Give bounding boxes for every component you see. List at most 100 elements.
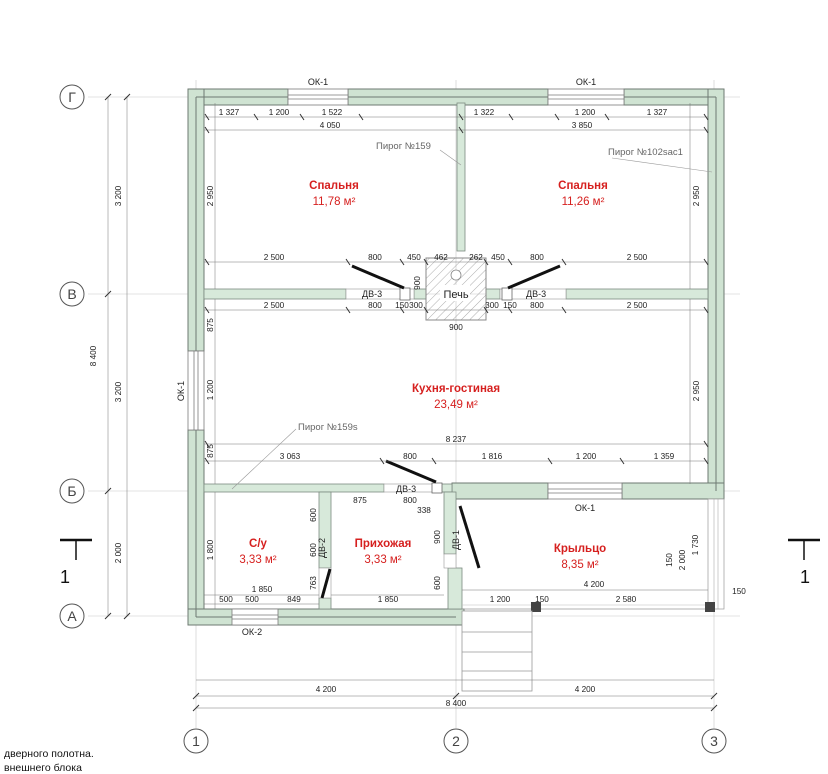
svg-text:2: 2 [452, 733, 460, 749]
note-pirog-159: Пирог №159 [376, 141, 462, 166]
dim-bottom-row: 500 500 849 [219, 595, 301, 604]
section-mark-left: 1 [60, 538, 92, 587]
label-ok1-left: ОК-1 [176, 381, 186, 401]
svg-text:1: 1 [60, 567, 70, 587]
door-dv1: ДВ-1 [443, 505, 481, 569]
dim-bath-763: 763 [309, 576, 318, 590]
svg-text:1 327: 1 327 [647, 108, 668, 117]
axis-bubble-col-3: 3 [701, 728, 727, 754]
svg-text:11,78 м²: 11,78 м² [313, 196, 356, 208]
dim-left-3200b: 3 200 [114, 381, 123, 402]
svg-text:3 063: 3 063 [280, 452, 301, 461]
label-ok2-bottom: ОК-2 [242, 627, 262, 637]
dim-hall-900: 900 [433, 530, 442, 544]
svg-text:800: 800 [403, 496, 417, 505]
room-bedroom-right: Спальня 11,26 м² [558, 180, 608, 208]
dim-hall-338: 338 [417, 506, 431, 515]
dim-bath-600b: 600 [309, 543, 318, 557]
svg-text:1: 1 [800, 567, 810, 587]
window-ok2-bottom [231, 608, 279, 626]
svg-text:150: 150 [503, 301, 517, 310]
dim-bath-1850: 1 850 [252, 585, 273, 594]
svg-text:23,49 м²: 23,49 м² [434, 399, 478, 411]
dim-left-875-top: 875 [206, 318, 215, 332]
dim-porch-2000: 2 000 [678, 549, 687, 570]
svg-text:450: 450 [407, 253, 421, 262]
svg-text:ДВ-1: ДВ-1 [451, 530, 461, 550]
dim-bottom-total: 8 400 [446, 699, 467, 708]
bottom-note-line2: внешнего блока [4, 762, 82, 774]
room-hallway: Прихожая 3,33 м² [355, 538, 412, 566]
axis-bubble-row-g: Г [59, 84, 85, 110]
window-ok1-top-left [287, 88, 349, 106]
dim-kitchen-h-right: 2 950 [692, 380, 701, 401]
dimension-lines [107, 97, 714, 709]
svg-text:Г: Г [68, 89, 76, 105]
label-ok1-top-right: ОК-1 [576, 77, 596, 87]
svg-text:800: 800 [403, 452, 417, 461]
dim-left-875-bot: 875 [206, 444, 215, 458]
svg-text:2 500: 2 500 [627, 253, 648, 262]
room-porch: Крыльцо 8,35 м² [554, 543, 606, 571]
svg-text:2 580: 2 580 [616, 595, 637, 604]
svg-text:150: 150 [395, 301, 409, 310]
svg-text:2 500: 2 500 [264, 301, 285, 310]
svg-text:ДВ-2: ДВ-2 [317, 538, 327, 558]
svg-text:150: 150 [535, 595, 549, 604]
svg-text:800: 800 [530, 253, 544, 262]
svg-text:Кухня-гостиная: Кухня-гостиная [412, 383, 500, 395]
dimension-ticks [104, 93, 718, 712]
svg-text:В: В [67, 286, 76, 302]
dim-stove-900-v: 900 [413, 276, 422, 290]
svg-text:Крыльцо: Крыльцо [554, 543, 606, 555]
note-pirog-102: Пирог №102sac1 [608, 147, 713, 173]
dim-left-3200a: 3 200 [114, 185, 123, 206]
svg-text:ДВ-3: ДВ-3 [362, 289, 382, 299]
dim-bottom-4200b: 4 200 [575, 685, 596, 694]
dim-bath-1800: 1 800 [206, 539, 215, 560]
window-ok1-top-right [547, 88, 625, 106]
axis-grid [88, 80, 740, 728]
bottom-note-line1: дверного полотна. [4, 748, 94, 760]
door-dv2: ДВ-2 [317, 538, 332, 599]
svg-text:1 522: 1 522 [322, 108, 343, 117]
svg-text:1 200: 1 200 [269, 108, 290, 117]
window-ok1-left [187, 350, 205, 431]
dim-left-total: 8 400 [89, 345, 98, 366]
dim-hall-600: 600 [433, 576, 442, 590]
dim-row-b: 3 063 800 1 816 1 200 1 359 [280, 452, 675, 461]
door-dv3-left: ДВ-3 [345, 264, 415, 301]
svg-text:800: 800 [368, 253, 382, 262]
dim-bottom-4200a: 4 200 [316, 685, 337, 694]
label-ok1-porch: ОК-1 [575, 503, 595, 513]
dim-porch-150a: 150 [665, 553, 674, 567]
svg-text:849: 849 [287, 595, 301, 604]
svg-text:11,26 м²: 11,26 м² [562, 196, 605, 208]
svg-text:Пирог №102sac1: Пирог №102sac1 [608, 147, 683, 158]
dim-porch-150b: 150 [732, 587, 746, 596]
axis-bubble-col-2: 2 [443, 728, 469, 754]
door-dv3-hall: ДВ-3 [383, 459, 443, 494]
interior-walls [203, 102, 709, 610]
svg-text:1 327: 1 327 [219, 108, 240, 117]
svg-text:А: А [67, 608, 77, 624]
dim-kitchen-w: 8 237 [446, 435, 467, 444]
dim-porch-1730: 1 730 [691, 534, 700, 555]
svg-text:3,33 м²: 3,33 м² [239, 554, 276, 566]
svg-text:Пирог №159: Пирог №159 [376, 141, 431, 152]
dim-hall-top: 875 800 [353, 496, 417, 505]
svg-text:Печь: Печь [443, 289, 468, 301]
room-bathroom: С/у 3,33 м² [239, 538, 276, 566]
dim-top-row1: 1 327 1 200 1 522 1 322 1 200 1 327 [219, 108, 668, 117]
svg-text:500: 500 [219, 595, 233, 604]
svg-text:1: 1 [192, 733, 200, 749]
svg-text:1 359: 1 359 [654, 452, 675, 461]
svg-text:500: 500 [245, 595, 259, 604]
dim-mid-upper: 2 500 800 450 462 262 450 800 2 500 [264, 253, 648, 262]
svg-text:262: 262 [469, 253, 483, 262]
dim-mid-lower: 2 500 800 150 300 300 150 800 2 500 [264, 301, 648, 310]
axis-bubble-col-1: 1 [183, 728, 209, 754]
svg-text:2 500: 2 500 [264, 253, 285, 262]
axis-bubble-row-b: Б [59, 478, 85, 504]
